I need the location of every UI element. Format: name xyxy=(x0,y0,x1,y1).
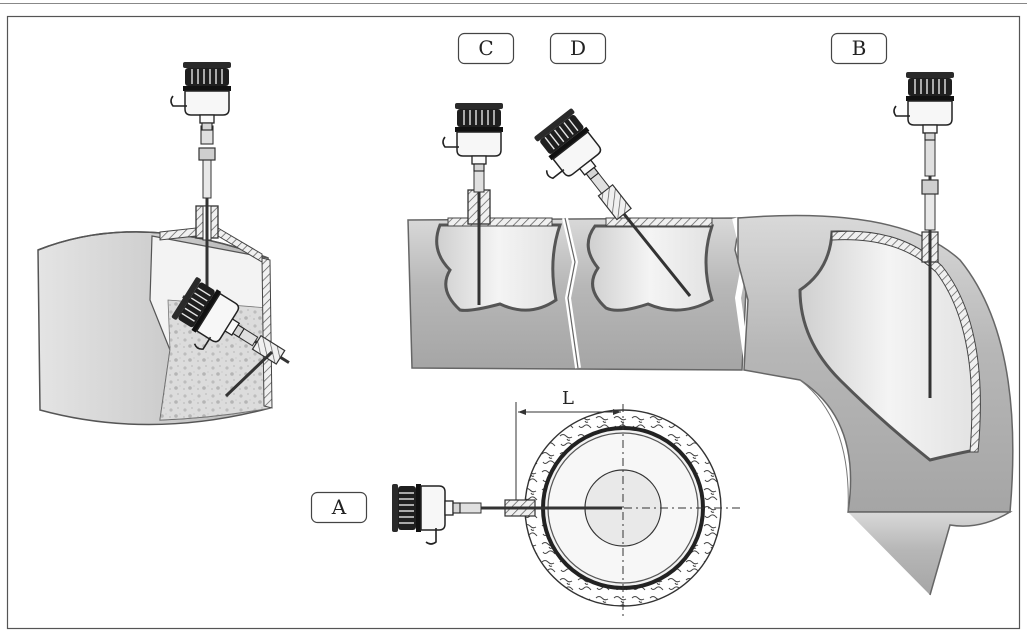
callout-b: B xyxy=(830,32,888,65)
tank-installation xyxy=(37,61,290,426)
callout-a: A xyxy=(310,491,368,524)
pipe-installation xyxy=(407,71,1014,596)
figure-frame xyxy=(6,15,1021,630)
callout-c-label: C xyxy=(478,36,493,60)
callout-c: C xyxy=(457,32,515,65)
callout-d-label: D xyxy=(570,36,586,60)
callout-d: D xyxy=(549,32,607,65)
callout-a-label: A xyxy=(331,495,347,519)
pipe-cross-section xyxy=(391,402,740,618)
callout-b-label: B xyxy=(852,36,867,60)
dimension-l-label: L xyxy=(562,388,574,409)
